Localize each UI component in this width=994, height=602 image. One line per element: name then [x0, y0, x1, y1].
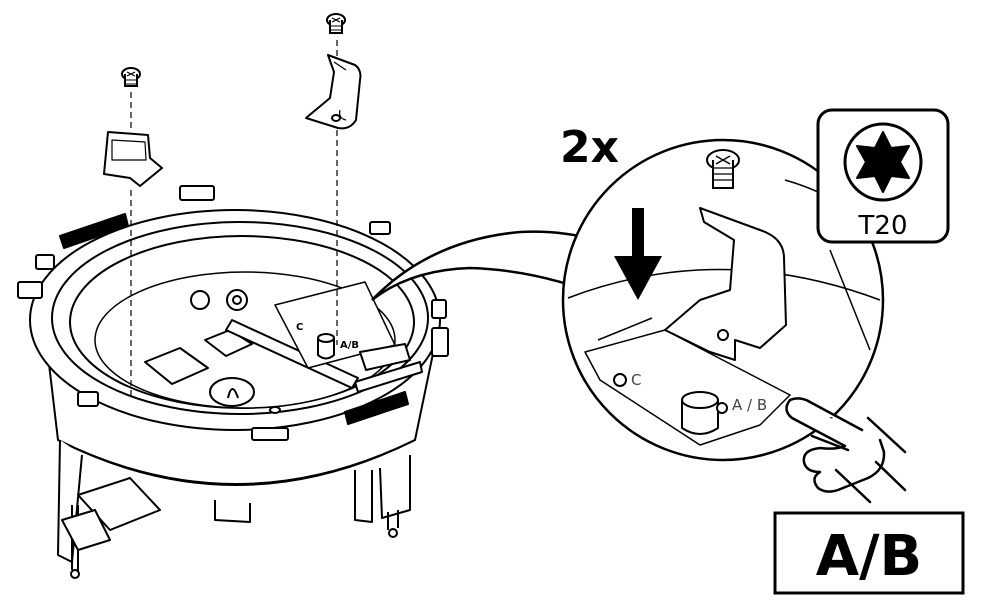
down-arrow-icon — [614, 208, 662, 300]
base-label-ab: A/B — [340, 340, 359, 351]
zoom-detail — [567, 179, 881, 446]
tool-label: T20 — [858, 211, 908, 241]
screw-icon — [121, 67, 141, 87]
tool-indicator — [816, 108, 950, 244]
clip-icon — [103, 131, 163, 187]
clip-icon — [305, 54, 362, 130]
setting-label: A/B — [816, 524, 922, 589]
mounting-base — [17, 185, 449, 579]
zoom-label-ab: A / B — [732, 396, 767, 414]
base-label-c: C — [296, 322, 303, 333]
pointing-hand-icon — [785, 397, 907, 504]
screw-icon — [326, 13, 346, 34]
screw-icon — [706, 149, 740, 189]
zoom-label-c: C — [631, 371, 641, 389]
setting-indicator — [773, 511, 965, 595]
quantity-label: 2x — [560, 122, 619, 173]
